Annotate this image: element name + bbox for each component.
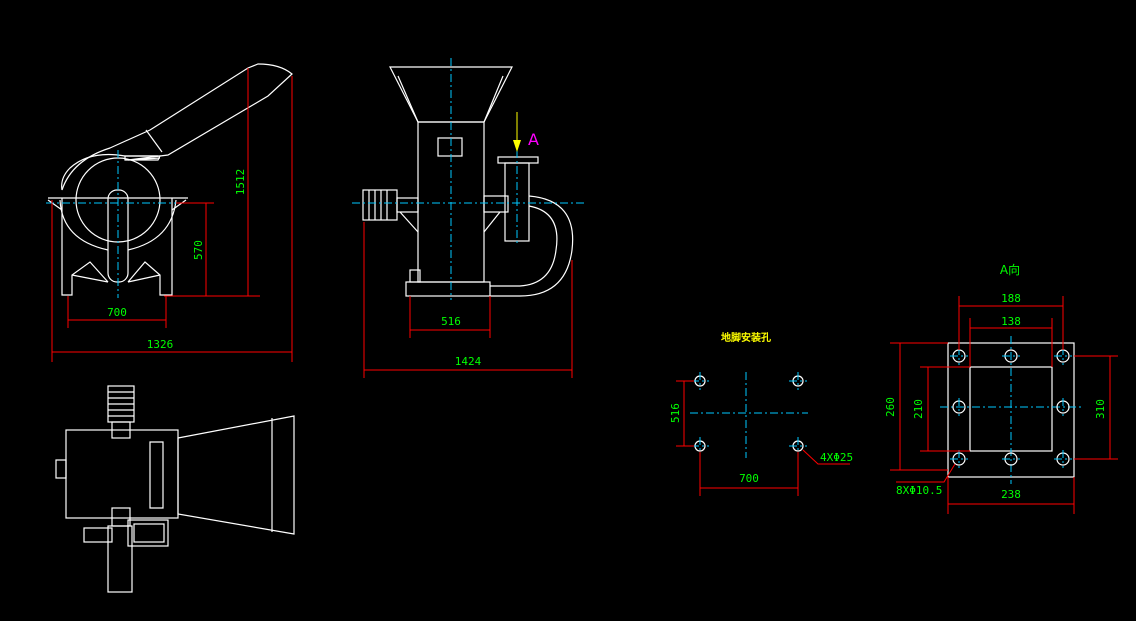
top-motor-fins [108, 391, 134, 417]
top-hopper [177, 415, 295, 535]
side-housing-top [61, 153, 158, 191]
foundation-dim-y-text: 516 [669, 403, 682, 423]
front-motor-coupling [396, 197, 419, 213]
front-hopper-inner [397, 75, 504, 123]
flange-dim-238-text: 238 [1001, 488, 1021, 501]
view-a-label: A [528, 130, 539, 149]
side-view: 1326 700 1512 570 [46, 63, 293, 362]
front-dim-width-text: 1424 [455, 355, 482, 368]
side-right-leg [127, 198, 173, 296]
side-dim-height-text: 1512 [234, 169, 247, 196]
front-inspection-door [437, 137, 463, 157]
side-dim-base-text: 700 [107, 306, 127, 319]
flange-view: A向 188 138 260 210 310 [884, 262, 1118, 514]
front-dim-base-text: 516 [441, 315, 461, 328]
foundation-hole-note: 4XΦ25 [820, 451, 853, 464]
top-flange [149, 441, 164, 509]
flange-hole [1002, 349, 1020, 363]
front-motor [362, 189, 398, 221]
side-left-leg [61, 198, 109, 296]
top-lever [83, 527, 113, 543]
flange-hole-note: 8XΦ10.5 [896, 484, 942, 497]
top-gearbox [127, 519, 169, 547]
front-view: A 1424 516 [352, 58, 586, 378]
front-base-foot [409, 269, 421, 283]
flange-title: A向 [1000, 262, 1020, 277]
side-dim-axis-text: 570 [192, 240, 205, 260]
top-lower-coupling [111, 507, 131, 527]
flange-hole [1054, 450, 1072, 468]
front-base [405, 281, 491, 297]
foundation-hole [789, 437, 807, 455]
flange-hole [952, 398, 966, 416]
flange-hole [950, 450, 968, 468]
flange-dim-310-text: 310 [1094, 399, 1107, 419]
top-view [55, 385, 295, 593]
top-body [65, 429, 179, 519]
flange-hole-leader [896, 463, 956, 483]
side-lower-housing [59, 199, 177, 251]
foundation-title: 地脚安装孔 [721, 331, 771, 344]
top-lower-shaft [107, 525, 133, 593]
flange-hole [1002, 452, 1020, 466]
flange-hole [1056, 398, 1070, 416]
flange-dim-210-text: 210 [912, 399, 925, 419]
flange-dim-138-text: 138 [1001, 315, 1021, 328]
foundation-hole [789, 372, 807, 390]
side-chute-joint [145, 129, 163, 153]
foundation-layout: 地脚安装孔 700 516 4XΦ25 [669, 331, 853, 496]
flange-dim-260-text: 260 [884, 397, 897, 417]
front-right-coupling [483, 195, 509, 213]
side-bearing-caps [47, 199, 187, 211]
side-dim-width-text: 1326 [147, 338, 174, 351]
top-gearbox-inner [133, 523, 165, 543]
front-outlet-flange [497, 156, 539, 164]
foundation-dim-x-text: 700 [739, 472, 759, 485]
front-body-taper [399, 211, 501, 233]
front-motor-fins [368, 190, 388, 220]
side-chute [61, 63, 293, 191]
foundation-hole-leader [802, 449, 850, 465]
view-a-arrow-head [513, 140, 521, 152]
side-top-plate [124, 155, 161, 161]
top-side-knob [55, 459, 67, 479]
side-leg-braces [71, 274, 161, 283]
front-return-pipe-inner [490, 205, 558, 287]
flange-dim-188-text: 188 [1001, 292, 1021, 305]
front-return-pipe-outer [490, 195, 574, 297]
